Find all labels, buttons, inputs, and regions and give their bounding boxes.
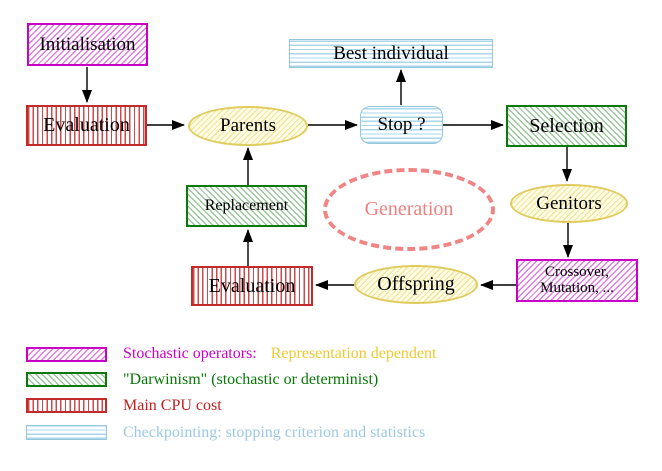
node-selection-label: Selection bbox=[529, 114, 604, 137]
node-offspring: Offspring bbox=[354, 265, 478, 304]
node-initialisation: Initialisation bbox=[27, 23, 148, 66]
node-generation-label: Generation bbox=[364, 198, 454, 220]
legend-label-checkpointing: Checkpointing: stopping criterion and st… bbox=[123, 424, 426, 441]
node-evaluation-bottom: Evaluation bbox=[191, 266, 313, 306]
node-genitors: Genitors bbox=[510, 184, 628, 223]
node-offspring-label: Offspring bbox=[377, 273, 455, 295]
node-selection: Selection bbox=[506, 105, 627, 147]
node-parents: Parents bbox=[188, 106, 308, 146]
node-evaluation-top-label: Evaluation bbox=[43, 114, 130, 136]
node-evaluation-bottom-label: Evaluation bbox=[208, 274, 296, 297]
legend-swatch-checkpointing bbox=[26, 425, 107, 440]
node-best-individual-label: Best individual bbox=[333, 42, 449, 64]
legend-label-darwinism: "Darwinism" (stochastic or determinist) bbox=[123, 371, 379, 388]
legend-swatch-stochastic-operators bbox=[26, 347, 107, 362]
node-replacement-label: Replacement bbox=[204, 196, 289, 214]
node-crossover-mutation: Crossover, Mutation, ... bbox=[516, 259, 638, 302]
node-crossover-line2: Mutation, ... bbox=[540, 279, 614, 296]
legend-label-representation-dependent: Representation dependent bbox=[270, 345, 437, 362]
node-initialisation-label: Initialisation bbox=[39, 33, 136, 55]
legend-label-stochastic-operators: Stochastic operators: Representation depe… bbox=[123, 344, 436, 364]
node-crossover-line1: Crossover, bbox=[545, 263, 609, 280]
node-stop-label: Stop ? bbox=[377, 114, 426, 136]
legend-label-main-cpu-cost: Main CPU cost bbox=[123, 397, 222, 414]
legend-label-stochastic-operators-text: Stochastic operators: bbox=[123, 345, 257, 362]
node-generation: Generation bbox=[323, 168, 495, 251]
legend-swatch-darwinism bbox=[26, 372, 107, 387]
node-parents-label: Parents bbox=[220, 115, 276, 137]
legend-swatch-main-cpu-cost bbox=[26, 398, 107, 413]
node-best-individual: Best individual bbox=[289, 39, 493, 68]
node-evaluation-top: Evaluation bbox=[26, 105, 147, 146]
node-stop: Stop ? bbox=[360, 106, 443, 144]
node-replacement: Replacement bbox=[186, 185, 307, 227]
node-genitors-label: Genitors bbox=[536, 192, 602, 214]
